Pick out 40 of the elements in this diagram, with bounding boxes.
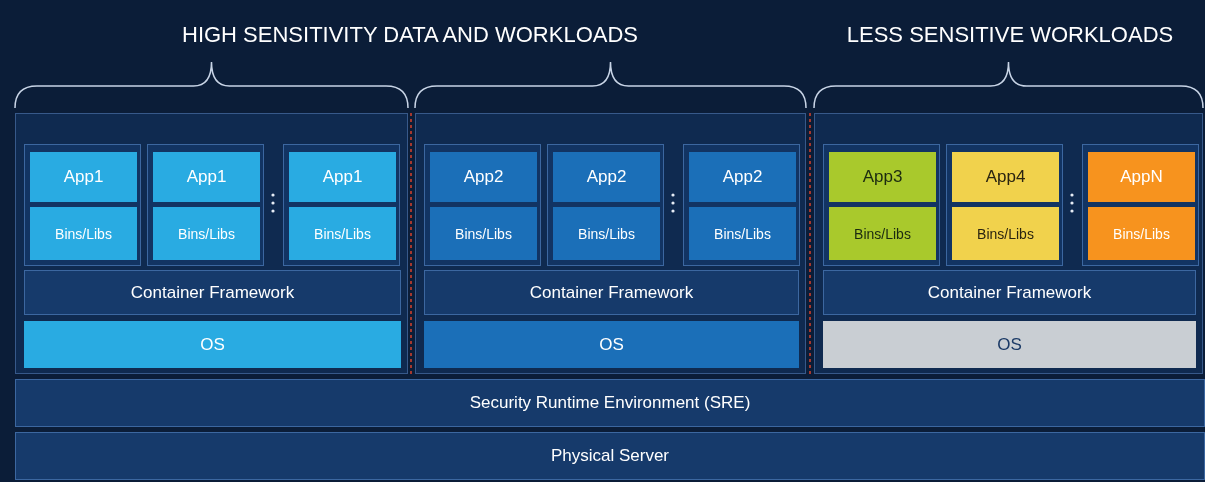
container-box xyxy=(424,144,541,266)
library-box: Bins/Libs xyxy=(430,207,537,260)
container-box xyxy=(946,144,1063,266)
container-box xyxy=(683,144,800,266)
framework-bar: Container Framework xyxy=(823,270,1196,315)
library-box: Bins/Libs xyxy=(1088,207,1195,260)
container-box xyxy=(24,144,141,266)
framework-bar: Container Framework xyxy=(424,270,799,315)
library-box: Bins/Libs xyxy=(829,207,936,260)
library-box: Bins/Libs xyxy=(689,207,796,260)
container-box xyxy=(147,144,264,266)
os-bar: OS xyxy=(424,321,799,368)
app-box: App1 xyxy=(289,152,396,202)
app-box: App4 xyxy=(952,152,1059,202)
server-bar: Physical Server xyxy=(15,432,1205,480)
workload-panel xyxy=(415,113,806,374)
section-heading: LESS SENSITIVE WORKLOADS xyxy=(846,22,1174,48)
app-box: App2 xyxy=(689,152,796,202)
app-box: App1 xyxy=(30,152,137,202)
library-box: Bins/Libs xyxy=(153,207,260,260)
os-bar: OS xyxy=(823,321,1196,368)
app-box: App1 xyxy=(153,152,260,202)
framework-bar: Container Framework xyxy=(24,270,401,315)
container-box xyxy=(283,144,400,266)
section-heading: HIGH SENSITIVITY DATA AND WORKLOADS xyxy=(182,22,638,48)
container-box xyxy=(1082,144,1199,266)
container-box xyxy=(547,144,664,266)
workload-panel xyxy=(814,113,1203,374)
app-box: App3 xyxy=(829,152,936,202)
os-bar: OS xyxy=(24,321,401,368)
app-box: App2 xyxy=(553,152,660,202)
workload-panel xyxy=(15,113,408,374)
library-box: Bins/Libs xyxy=(952,207,1059,260)
library-box: Bins/Libs xyxy=(30,207,137,260)
app-box: App2 xyxy=(430,152,537,202)
library-box: Bins/Libs xyxy=(553,207,660,260)
container-box xyxy=(823,144,940,266)
library-box: Bins/Libs xyxy=(289,207,396,260)
app-box: AppN xyxy=(1088,152,1195,202)
runtime-bar: Security Runtime Environment (SRE) xyxy=(15,379,1205,427)
